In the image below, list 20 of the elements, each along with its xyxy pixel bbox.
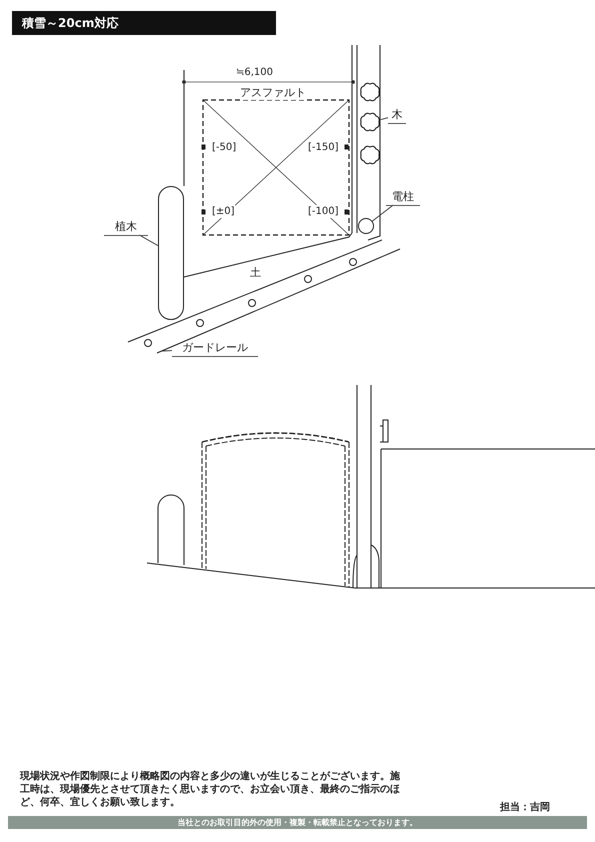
part-label: 電柱 [386, 190, 420, 206]
leader-line [380, 117, 388, 120]
leader-line [372, 204, 394, 222]
drawing-label: [-100] [308, 205, 338, 218]
utility-pole-symbol [358, 218, 374, 234]
tree-symbol [359, 112, 381, 132]
shrub-outline [158, 186, 184, 320]
drawing-label: アスファルト [240, 86, 306, 100]
drawing-label: 担当：吉岡 [500, 801, 550, 814]
drawing-label: [-50] [212, 141, 236, 154]
copyright-notice: 当社とのお取引目的外の使用・複製・転載禁止となっております。 [8, 816, 587, 829]
drawing-label: [-150] [308, 141, 338, 154]
part-label: 木 [388, 108, 406, 124]
title-bar: 積雪～20cm対応 [12, 11, 276, 35]
drawing-label: [±0] [212, 205, 235, 218]
part-label: 植木 [104, 220, 148, 236]
drawing-label: ≒6,100 [236, 66, 274, 79]
part-label: ガードレール [172, 341, 258, 357]
leader-line [138, 234, 158, 246]
leader-line [162, 350, 172, 352]
